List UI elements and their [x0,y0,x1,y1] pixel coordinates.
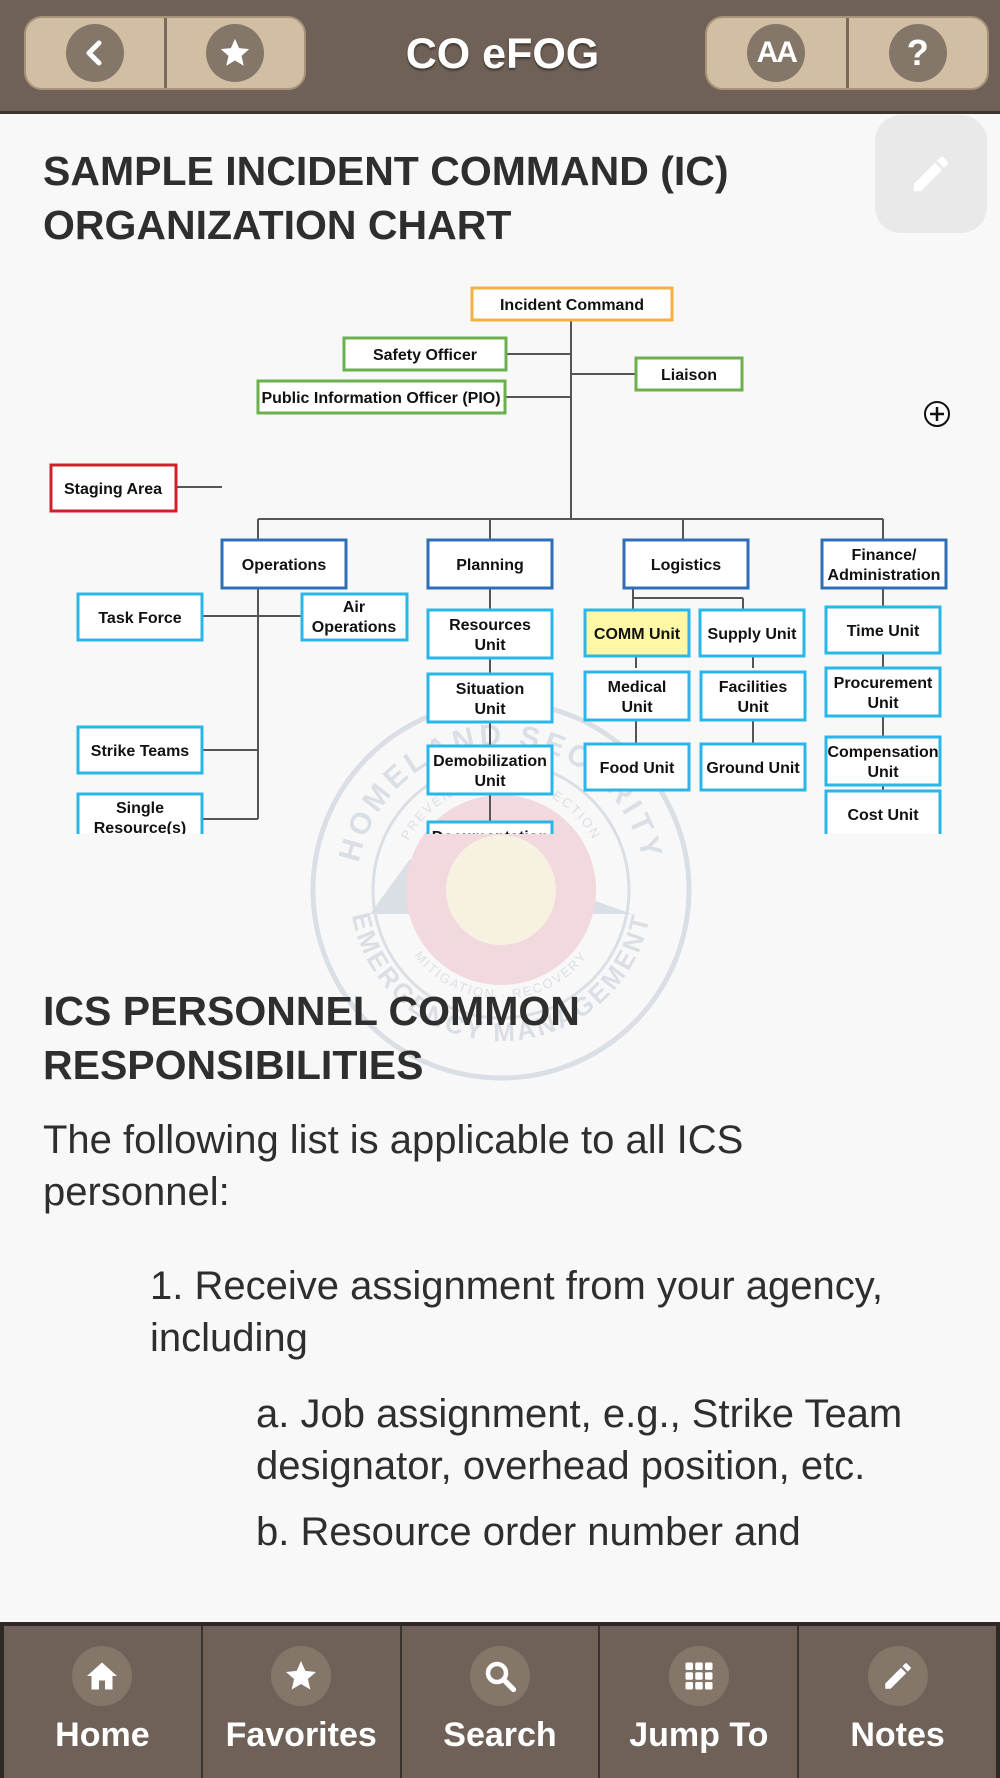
node-compensation-unit-l1: Compensation [827,744,938,761]
pencil-icon [867,1646,928,1706]
node-procurement-unit-l1: Procurement [834,675,933,692]
node-compensation-unit-l2: Unit [867,764,899,781]
node-air-operations-line2: Operations [312,619,397,636]
node-liaison: Liaison [661,367,717,384]
node-pio: Public Information Officer (PIO) [261,390,500,407]
node-single-resources-line1: Single [116,800,164,817]
node-situation-unit-l1: Situation [456,681,524,698]
node-comm-unit: COMM Unit [594,626,681,643]
org-chart: Incident Command Safety Officer Public I… [49,286,948,834]
node-finance-admin-line2: Administration [828,567,941,584]
tab-notes-label: Notes [850,1716,945,1754]
back-button[interactable] [26,18,164,88]
intro-paragraph: The following list is applicable to all … [43,1118,744,1214]
pencil-icon [913,156,949,192]
edit-note-button[interactable] [875,115,987,233]
right-button-group: AA ? [705,16,989,90]
zoom-in-icon[interactable] [922,399,952,429]
help-button[interactable]: ? [845,18,988,88]
node-finance-admin-line1: Finance/ [852,547,917,564]
node-strike-teams: Strike Teams [91,743,190,760]
node-facilities-unit-l2: Unit [737,699,769,716]
node-staging-area: Staging Area [64,481,162,498]
list-item-1b: b. Resource order number and [256,1510,801,1554]
search-icon [469,1646,530,1706]
node-supply-unit: Supply Unit [708,626,798,643]
node-procurement-unit-l2: Unit [867,695,899,712]
top-navigation-bar: CO eFOG AA ? [0,0,1000,114]
tab-favorites-label: Favorites [225,1716,377,1754]
section-title-responsibilities: ICS PERSONNEL COMMON RESPONSIBILITIES [43,988,580,1088]
node-incident-command: Incident Command [500,297,644,314]
tab-home[interactable]: Home [0,1626,201,1778]
tab-search[interactable]: Search [399,1626,599,1778]
node-resources-unit-l2: Unit [474,637,506,654]
section-title-org-chart: SAMPLE INCIDENT COMMAND (IC) ORGANIZATIO… [43,148,729,248]
node-ground-unit: Ground Unit [706,760,800,777]
node-medical-unit-l1: Medical [608,679,667,696]
text-size-button[interactable]: AA [707,18,846,88]
list-item-1a: a. Job assignment, e.g., Strike Team des… [256,1392,903,1488]
tab-home-label: Home [55,1716,150,1754]
chevron-left-icon [65,24,124,82]
text-size-icon: AA [747,24,806,82]
node-facilities-unit-l1: Facilities [719,679,788,696]
tab-favorites[interactable]: Favorites [200,1626,400,1778]
help-icon: ? [888,24,947,82]
tab-jump-to-label: Jump To [629,1716,769,1754]
node-time-unit: Time Unit [847,623,920,640]
home-icon [72,1646,133,1706]
node-operations: Operations [242,557,327,574]
node-demob-unit-l1: Demobilization [433,753,547,770]
node-resources-unit-l1: Resources [449,617,531,634]
list-item-1: 1. Receive assignment from your agency, … [150,1264,883,1360]
tab-jump-to[interactable]: Jump To [598,1626,797,1778]
node-food-unit: Food Unit [600,760,675,777]
grid-icon [668,1646,729,1706]
bottom-tab-bar: Home Favorites Search Jump To Notes [0,1622,1000,1778]
node-documentation-unit-l1: Documentation [432,829,548,834]
content-area[interactable]: HOMELAND SECURITY EMERGENCY MANAGEMENT P… [0,114,1000,1622]
node-situation-unit-l2: Unit [474,701,506,718]
node-safety-officer: Safety Officer [373,347,477,364]
left-button-group [24,16,306,90]
node-cost-unit: Cost Unit [847,807,919,824]
node-medical-unit-l2: Unit [621,699,653,716]
node-single-resources-line2: Resource(s) [94,820,186,834]
star-icon [271,1646,332,1706]
tab-search-label: Search [443,1716,557,1754]
node-logistics: Logistics [651,557,721,574]
node-task-force: Task Force [98,610,181,627]
star-icon [206,24,265,82]
node-planning: Planning [456,557,524,574]
favorite-button[interactable] [163,18,305,88]
tab-notes[interactable]: Notes [797,1626,1000,1778]
app-title: CO eFOG [405,30,600,78]
node-demob-unit-l2: Unit [474,773,506,790]
node-air-operations-line1: Air [343,599,365,616]
